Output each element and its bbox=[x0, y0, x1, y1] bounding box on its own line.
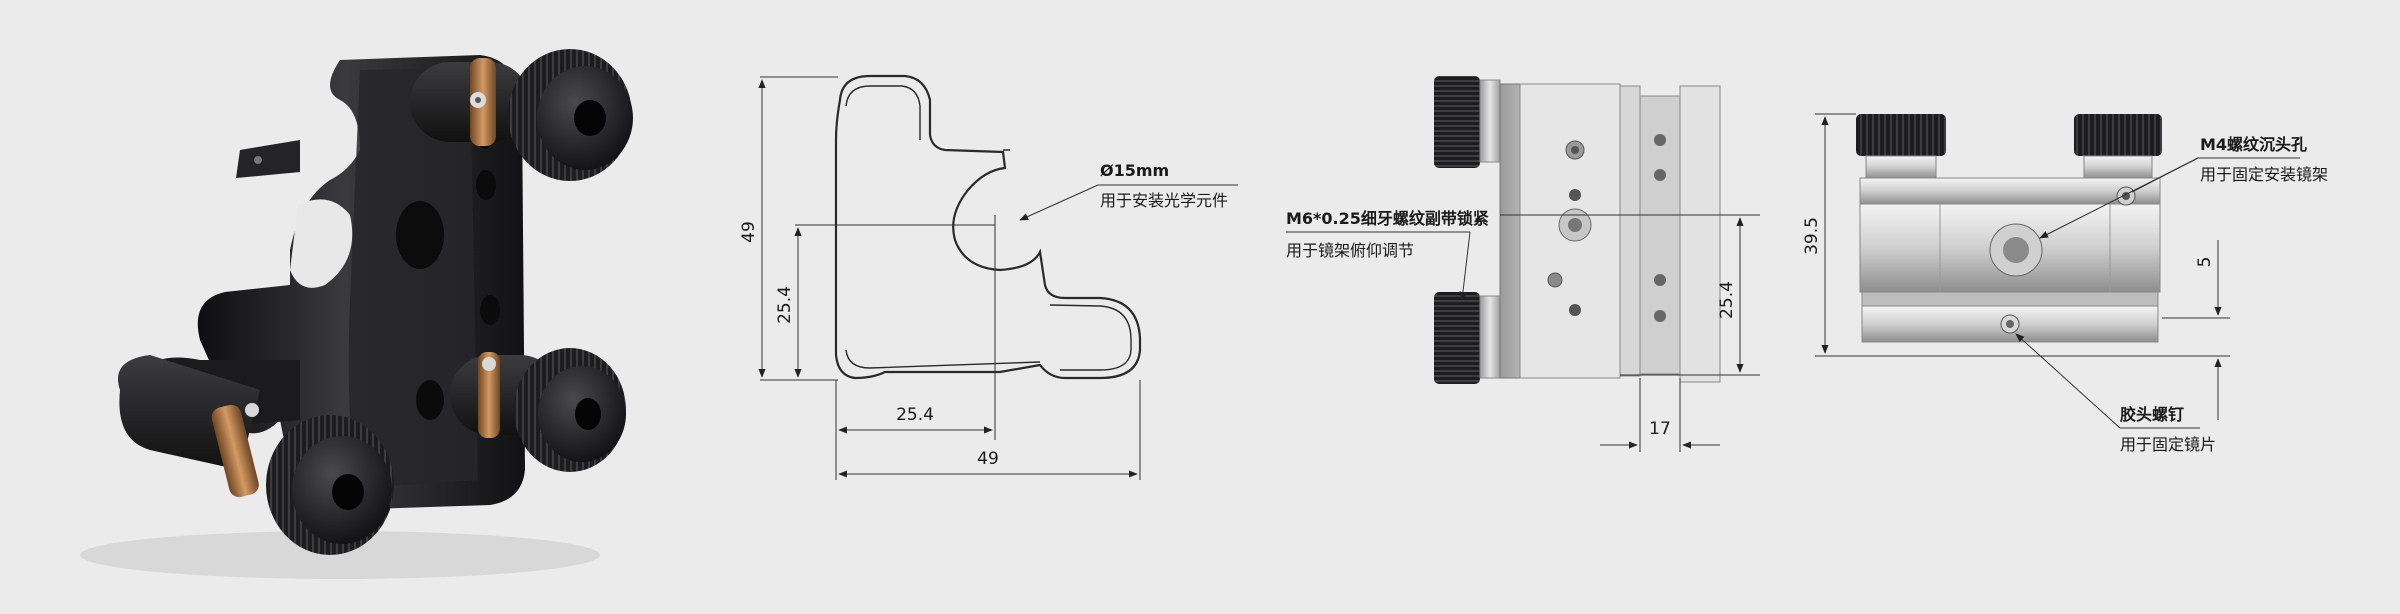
counterbore-note-desc: 用于固定安装镜架 bbox=[2200, 165, 2328, 184]
brass-ring bbox=[211, 404, 259, 498]
back-left-knob bbox=[1856, 114, 1946, 156]
side-bottom-knob bbox=[1434, 292, 1480, 384]
plate-face bbox=[348, 68, 478, 488]
front-width-dim: 49 bbox=[977, 449, 999, 469]
glue-screw-note-title: 胶头螺钉 bbox=[2120, 405, 2184, 424]
front-inner-width-dim: 25.4 bbox=[896, 405, 934, 425]
optic-cutout bbox=[290, 199, 353, 288]
side-view-drawing: 25.4 17 M6*0.25细牙螺纹副带锁紧 用于镜架俯仰调节 bbox=[1286, 76, 1760, 452]
back-small-dim: 5 bbox=[2195, 257, 2215, 268]
knob-hole bbox=[575, 398, 601, 430]
back-right-knob bbox=[2074, 114, 2162, 156]
lug-screw-icon bbox=[254, 156, 262, 164]
hole-note-desc: 用于安装光学元件 bbox=[1100, 191, 1228, 210]
top-lug bbox=[236, 140, 300, 178]
counterbore-note-title: M4螺纹沉头孔 bbox=[2200, 135, 2307, 154]
knob-hole bbox=[574, 100, 606, 136]
product-render bbox=[80, 49, 633, 579]
set-screw-icon bbox=[245, 403, 259, 417]
right-adjuster bbox=[450, 348, 626, 472]
hole-note-title: Ø15mm bbox=[1100, 161, 1169, 180]
set-screw-icon bbox=[482, 357, 496, 371]
front-inner-height-dim: 25.4 bbox=[775, 286, 795, 324]
side-depth-dim: 17 bbox=[1649, 419, 1671, 439]
front-height-dim: 49 bbox=[739, 221, 759, 243]
glue-screw-note-desc: 用于固定镜片 bbox=[2120, 435, 2216, 454]
back-height-dim: 39.5 bbox=[1802, 217, 1822, 255]
center-hole bbox=[396, 201, 444, 269]
side-top-knob bbox=[1434, 76, 1480, 168]
front-view-drawing: 49 25.4 25.4 49 Ø15mm 用于安装光学元件 bbox=[739, 74, 1238, 480]
left-adjuster bbox=[118, 355, 394, 555]
plate-hole bbox=[480, 295, 500, 325]
screw-note-title: M6*0.25细牙螺纹副带锁紧 bbox=[1286, 209, 1489, 228]
top-adjuster bbox=[410, 49, 633, 181]
back-top-bar bbox=[1859, 177, 2161, 205]
screw-note-desc: 用于镜架俯仰调节 bbox=[1286, 241, 1414, 260]
brass-ring bbox=[478, 352, 500, 438]
mount-outline bbox=[834, 74, 1142, 380]
back-view-drawing: 39.5 5 M4螺纹沉头孔 用于固定安装镜架 胶头螺钉 用于固定镜片 bbox=[1802, 113, 2328, 454]
render-shadow bbox=[80, 531, 600, 579]
side-height-dim: 25.4 bbox=[1717, 281, 1737, 319]
knob-hole bbox=[332, 474, 364, 510]
plate-hole bbox=[476, 170, 496, 200]
plate-hole bbox=[416, 380, 444, 420]
